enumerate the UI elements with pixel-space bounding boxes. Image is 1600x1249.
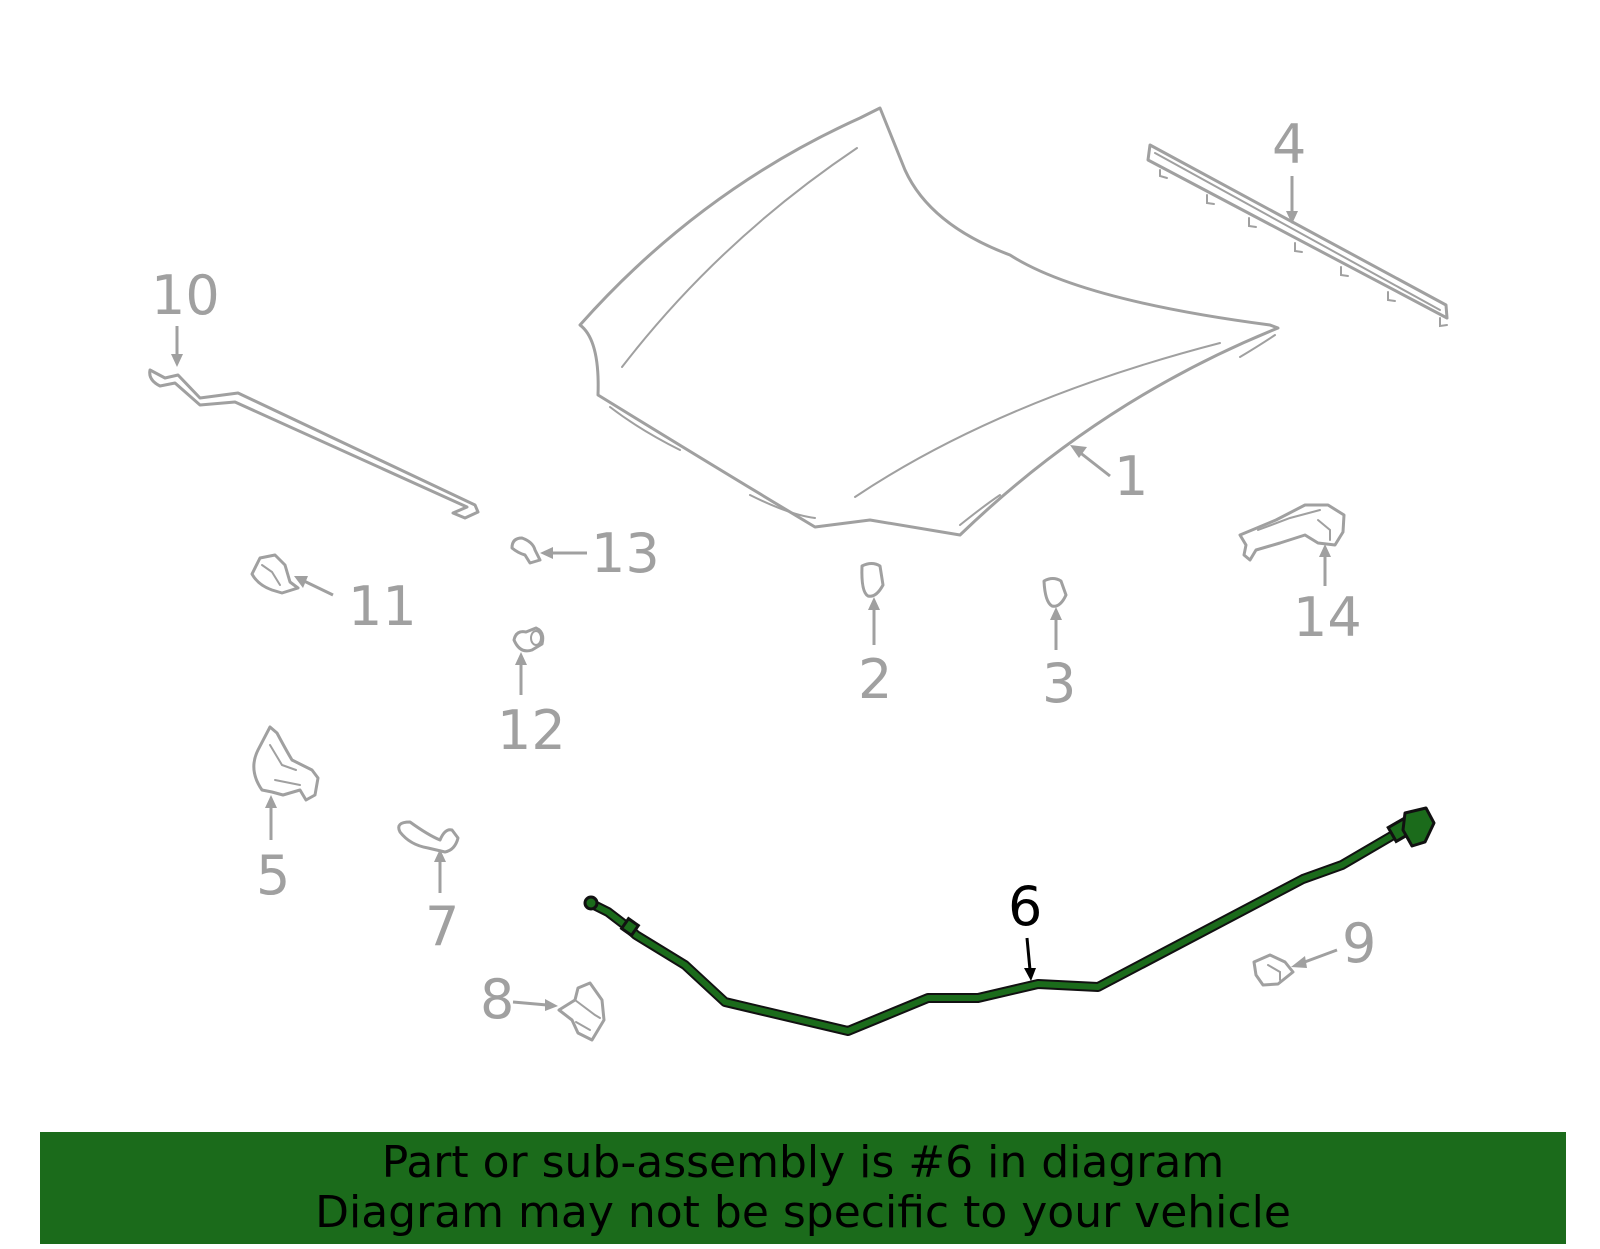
part-14-hinge xyxy=(1238,503,1346,562)
callout-13: 13 xyxy=(540,522,660,585)
callout-label-2: 2 xyxy=(858,648,892,711)
callout-label-3: 3 xyxy=(1042,652,1076,715)
callout-6: 6 xyxy=(1008,875,1042,981)
part-1-hood xyxy=(578,106,1280,537)
part-10-rod xyxy=(148,368,480,520)
callout-1: 1 xyxy=(1070,445,1148,508)
callout-label-4: 4 xyxy=(1272,113,1306,176)
banner-line-1: Part or sub-assembly is #6 in diagram xyxy=(381,1137,1225,1188)
part-5-latch xyxy=(252,725,320,802)
part-6-release-cable[interactable] xyxy=(583,806,1436,1036)
part-2-cushion xyxy=(860,562,885,598)
notice-banner: Part or sub-assembly is #6 in diagram Di… xyxy=(40,1132,1566,1244)
callout-label-10: 10 xyxy=(151,264,220,327)
callout-10: 10 xyxy=(151,264,220,367)
part-12-grommet xyxy=(512,626,545,653)
callout-2: 2 xyxy=(858,597,892,711)
callout-label-12: 12 xyxy=(497,699,566,762)
part-3-cushion xyxy=(1042,577,1068,608)
part-4-seal xyxy=(1146,143,1449,328)
callout-14: 14 xyxy=(1293,544,1362,649)
callout-label-9: 9 xyxy=(1342,912,1376,975)
callout-label-5: 5 xyxy=(256,844,290,907)
callout-7: 7 xyxy=(425,849,459,958)
callout-label-14: 14 xyxy=(1293,586,1362,649)
callout-11: 11 xyxy=(294,575,417,638)
callout-9: 9 xyxy=(1291,912,1376,975)
part-9-clip xyxy=(1252,953,1295,987)
callout-8: 8 xyxy=(480,968,558,1031)
part-8-bracket xyxy=(557,981,606,1042)
callout-label-1: 1 xyxy=(1114,445,1148,508)
banner-line-2: Diagram may not be specific to your vehi… xyxy=(315,1187,1291,1238)
callout-label-13: 13 xyxy=(591,522,660,585)
callout-label-11: 11 xyxy=(348,575,417,638)
callout-5: 5 xyxy=(256,795,290,907)
callout-3: 3 xyxy=(1042,607,1076,715)
callout-label-8: 8 xyxy=(480,968,514,1031)
part-7-clip xyxy=(397,820,460,854)
part-11-holder xyxy=(250,553,300,595)
callout-label-7: 7 xyxy=(425,895,459,958)
callout-12: 12 xyxy=(497,652,566,762)
callout-label-6: 6 xyxy=(1008,875,1042,938)
part-13-clip xyxy=(510,536,542,565)
callout-4: 4 xyxy=(1272,113,1306,224)
